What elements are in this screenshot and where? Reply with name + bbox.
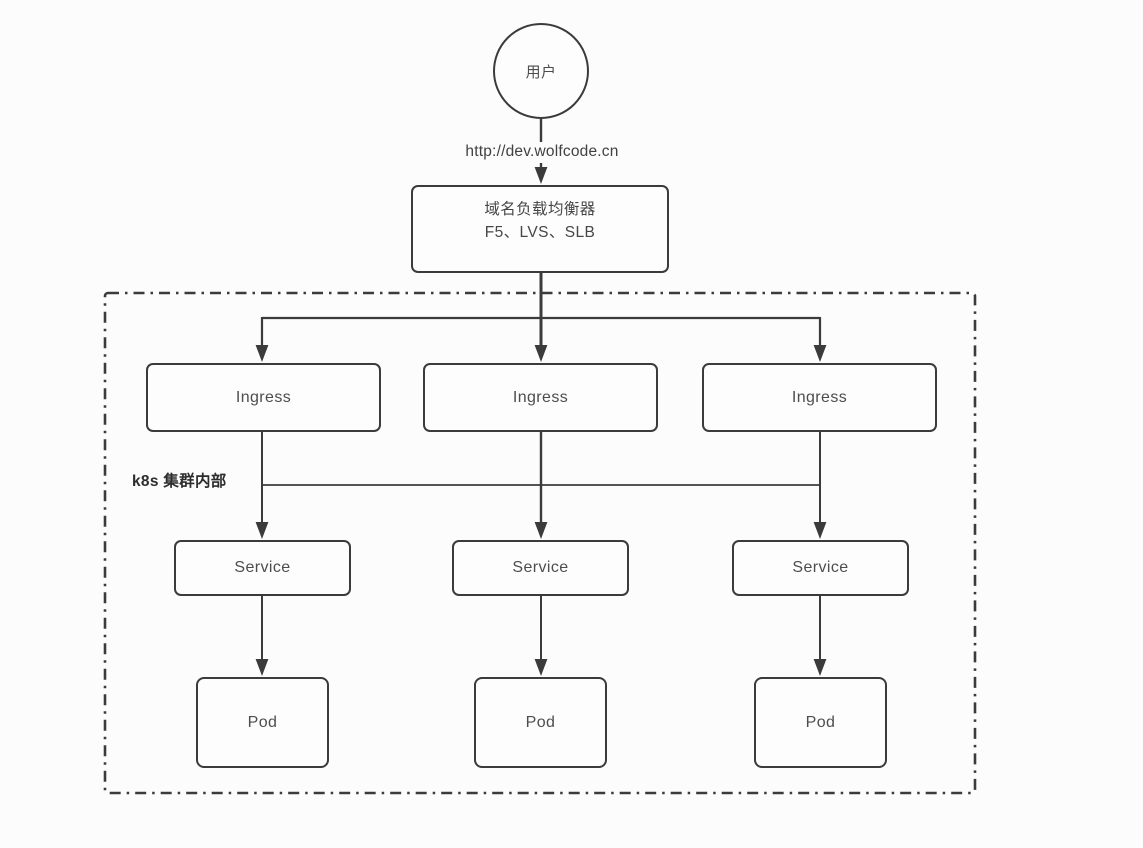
user-node-label: 用户 (525, 63, 557, 81)
service-node-2: Service (452, 540, 629, 596)
ingress-node-1-label: Ingress (235, 388, 292, 406)
load-balancer-title: 域名负载均衡器 (484, 201, 596, 218)
service-node-1: Service (174, 540, 351, 596)
arrowhead-service-1 (255, 522, 269, 539)
cluster-boundary (103, 291, 977, 795)
pod-node-3: Pod (754, 677, 887, 768)
service-node-2-label: Service (512, 559, 569, 576)
arrowhead-ingress-2 (534, 345, 548, 362)
pod-node-1-label: Pod (247, 713, 278, 731)
service-node-3: Service (732, 540, 909, 596)
pod-node-2: Pod (474, 677, 607, 768)
arrowhead-lb (534, 167, 548, 184)
ingress-node-2-label: Ingress (512, 388, 569, 406)
cluster-label: k8s 集群内部 (132, 473, 227, 490)
ingress-node-3: Ingress (702, 363, 937, 432)
service-node-1-label: Service (234, 559, 291, 576)
pod-node-1: Pod (196, 677, 329, 768)
arrowhead-pod-2 (534, 659, 548, 676)
ingress-node-2: Ingress (423, 363, 658, 432)
arrowhead-pod-3 (813, 659, 827, 676)
ingress-node-1: Ingress (146, 363, 381, 432)
load-balancer-subtitle: F5、LVS、SLB (484, 224, 596, 241)
arrowhead-service-3 (813, 522, 827, 539)
arrowhead-pod-1 (255, 659, 269, 676)
url-label: http://dev.wolfcode.cn (442, 142, 642, 163)
arrowhead-ingress-3 (813, 345, 827, 362)
arrowhead-ingress-1 (255, 345, 269, 362)
user-node: 用户 (493, 23, 589, 119)
service-node-3-label: Service (792, 559, 849, 576)
arrowhead-service-2 (534, 522, 548, 539)
pod-node-2-label: Pod (525, 713, 556, 731)
pod-node-3-label: Pod (805, 713, 836, 731)
load-balancer-node: 域名负载均衡器 F5、LVS、SLB (411, 185, 669, 273)
ingress-node-3-label: Ingress (791, 388, 848, 406)
